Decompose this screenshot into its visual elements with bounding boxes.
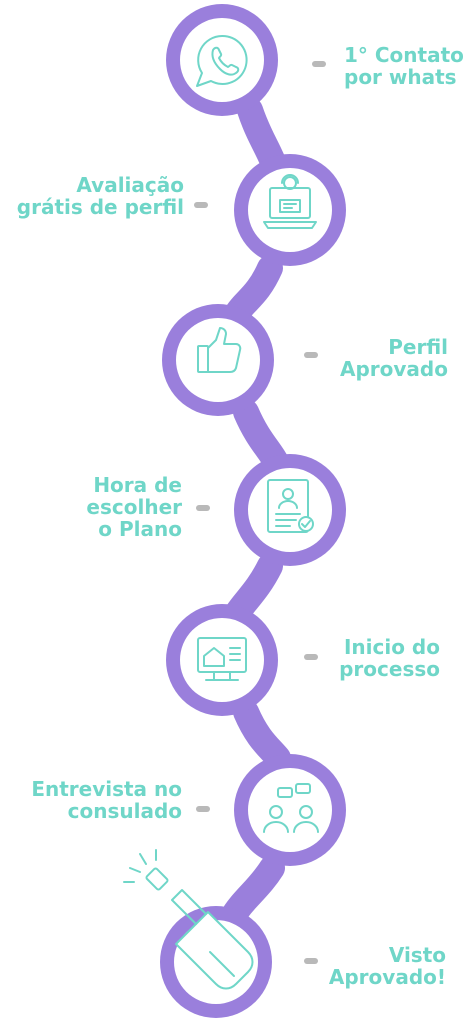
step-circle-4 (234, 454, 346, 566)
step-label-3-line2: Aprovado (340, 357, 448, 381)
connector-dash-2 (194, 202, 208, 208)
step-label-3-line1: Perfil (388, 335, 448, 359)
step-label-2-line2: grátis de perfil (16, 195, 184, 219)
step-label-5-line2: processo (339, 657, 440, 681)
step-label-4-line3: o Plano (98, 517, 182, 541)
step-label-1-line2: por whats (344, 65, 457, 89)
connector-dash-3 (304, 352, 318, 358)
step-circle-2 (234, 154, 346, 266)
step-circle-3 (162, 304, 274, 416)
step-label-6-line2: consulado (67, 799, 182, 823)
step-label-1-line1: 1° Contato (344, 43, 464, 67)
step-label-5: Inicio do processo (339, 636, 440, 680)
interview-icon (263, 783, 319, 833)
laptop-support-icon (263, 174, 317, 229)
step-circle-6 (234, 754, 346, 866)
connector-dash-5 (304, 654, 318, 660)
step-label-7-line1: Visto (388, 943, 446, 967)
step-label-5-line1: Inicio do (343, 635, 440, 659)
champagne-icon (123, 849, 254, 990)
step-circle-5 (166, 604, 278, 716)
step-label-6-line1: Entrevista no (31, 777, 182, 801)
step-label-4-line2: escolher (86, 495, 182, 519)
whatsapp-icon (196, 34, 248, 87)
connector-dash-6 (196, 806, 210, 812)
connector-dash-1 (312, 61, 326, 67)
step-label-3: Perfil Aprovado (340, 336, 448, 380)
connector-dash-7 (304, 958, 318, 964)
connector-dash-4 (196, 505, 210, 511)
step-label-4-line1: Hora de (93, 473, 182, 497)
step-label-6: Entrevista no consulado (31, 778, 182, 822)
step-label-7-line2: Aprovado! (328, 965, 446, 989)
document-check-icon (267, 479, 314, 533)
step-label-2: Avaliação grátis de perfil (17, 174, 184, 218)
step-circle-1 (166, 4, 278, 116)
step-label-4: Hora de escolher o Plano (86, 474, 182, 540)
step-label-7: Visto Aprovado! (329, 944, 446, 988)
thumbs-up-icon (197, 327, 242, 373)
step-label-1: 1° Contato por whats (344, 44, 464, 88)
step-label-2-line1: Avaliação (76, 173, 184, 197)
monitor-icon (197, 637, 247, 681)
